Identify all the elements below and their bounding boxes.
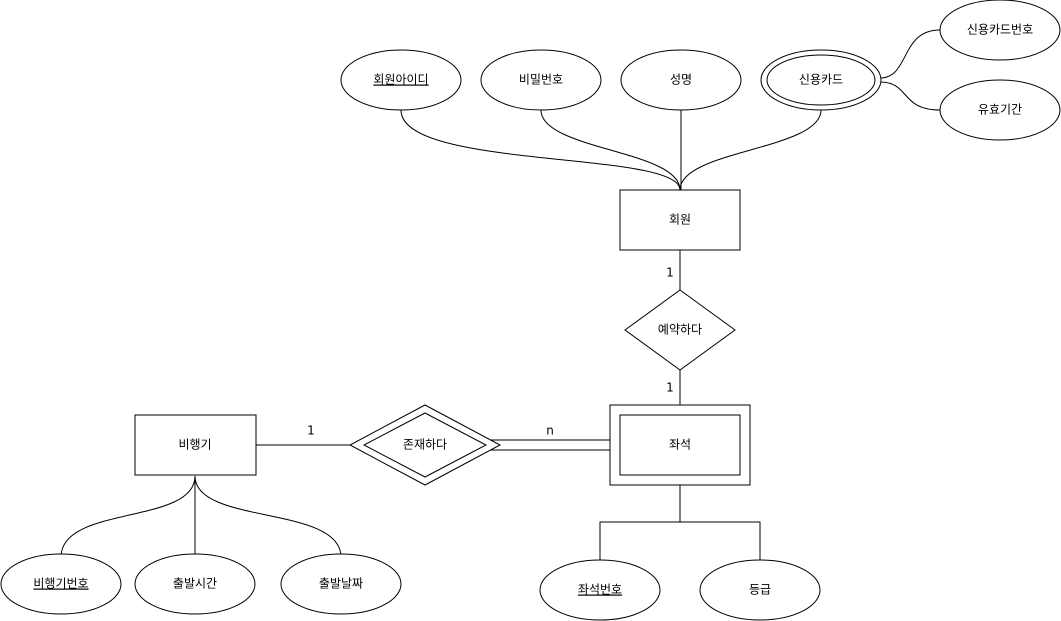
edge-flight-number <box>60 475 196 558</box>
edge-card-number <box>879 29 941 79</box>
entity-seat: 좌석 <box>609 404 751 486</box>
connectors <box>60 29 941 562</box>
relationship-reserve-label: 예약하다 <box>658 322 702 337</box>
attribute-member-id: 회원아이디 <box>340 49 462 111</box>
edge-departure-date <box>194 475 342 558</box>
cardinality-airplane-exist: 1 <box>307 424 315 438</box>
attribute-name: 성명 <box>620 49 742 111</box>
cardinality-member-reserve: 1 <box>666 266 674 280</box>
attribute-card-number-label: 신용카드번호 <box>967 23 1033 37</box>
entity-airplane-label: 비행기 <box>178 437 211 452</box>
attribute-expiry: 유효기간 <box>939 79 1061 141</box>
attribute-departure-time-label: 출발시간 <box>173 577 217 591</box>
edge-member-id <box>400 109 681 191</box>
cardinality-exist-seat: n <box>546 424 554 438</box>
entity-airplane: 비행기 <box>134 414 257 476</box>
attribute-departure-time: 출발시간 <box>134 553 256 615</box>
attribute-credit-card-label: 신용카드 <box>799 73 843 87</box>
edge-credit-card <box>679 109 822 191</box>
attribute-grade-label: 등급 <box>749 583 771 597</box>
attribute-seat-number: 좌석번호 <box>539 559 661 621</box>
attribute-seat-number-label: 좌석번호 <box>578 583 622 597</box>
edge-expiry <box>879 81 941 111</box>
edge-seat-grade <box>680 521 761 562</box>
attribute-name-label: 성명 <box>670 73 692 87</box>
relationship-reserve: 예약하다 <box>624 289 736 371</box>
attribute-departure-date: 출발날짜 <box>280 553 402 615</box>
relationship-exist-label: 존재하다 <box>403 438 447 452</box>
attribute-card-number: 신용카드번호 <box>939 0 1061 61</box>
attribute-credit-card: 신용카드 <box>760 49 882 111</box>
entity-member: 회원 <box>619 189 741 251</box>
entity-member-label: 회원 <box>669 213 691 227</box>
attribute-expiry-label: 유효기간 <box>978 103 1022 117</box>
relationship-exist: 존재하다 <box>348 404 502 486</box>
attribute-flight-number: 비행기번호 <box>0 553 122 615</box>
attribute-grade: 등급 <box>699 559 821 621</box>
entity-seat-label: 좌석 <box>669 438 691 452</box>
attribute-departure-date-label: 출발날짜 <box>319 577 363 591</box>
attribute-flight-number-label: 비행기번호 <box>33 576 88 591</box>
cardinality-reserve-seat: 1 <box>666 381 674 395</box>
attribute-password-label: 비밀번호 <box>519 73 563 87</box>
attribute-password: 비밀번호 <box>480 49 602 111</box>
attribute-member-id-label: 회원아이디 <box>373 73 428 87</box>
edge-seat-attributes <box>599 485 681 562</box>
edge-password <box>540 109 681 191</box>
